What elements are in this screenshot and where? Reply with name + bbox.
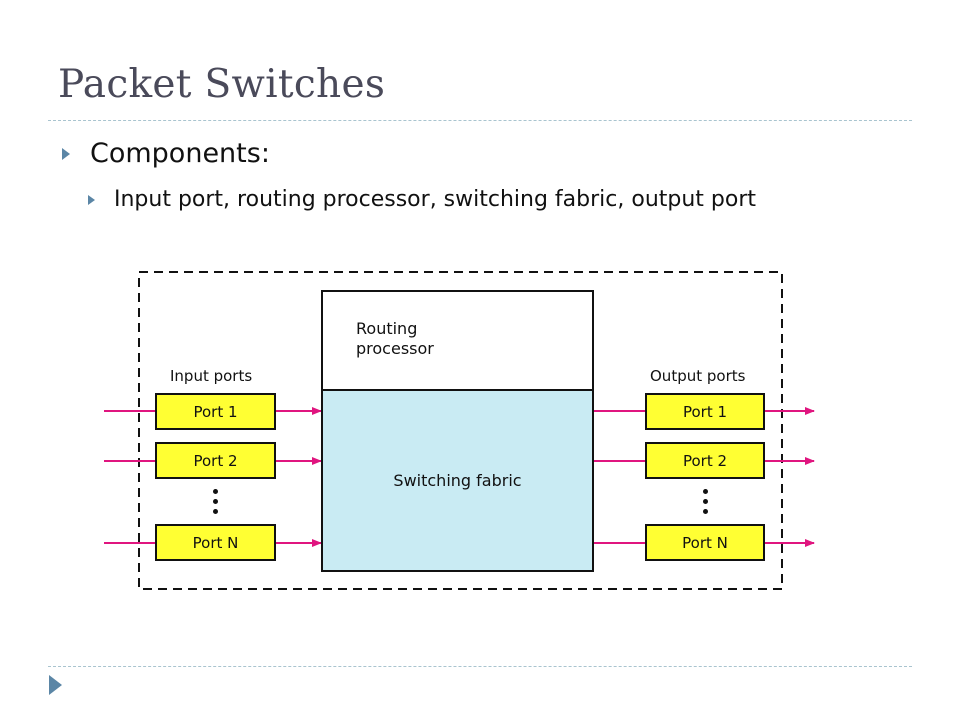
output-port-2: Port 2 <box>645 442 765 479</box>
bullet-level-2: Input port, routing processor, switching… <box>88 187 756 212</box>
bullet-arrow-icon <box>62 147 70 160</box>
title-divider <box>48 120 912 121</box>
footer-divider <box>48 666 912 667</box>
switching-fabric: Switching fabric <box>321 389 594 572</box>
slide-marker-icon <box>49 675 62 695</box>
output-ports-ellipsis <box>703 489 709 519</box>
input-port-1: Port 1 <box>155 393 276 430</box>
switch-boundary <box>138 271 783 590</box>
slide-title: Packet Switches <box>58 62 386 107</box>
input-port-n: Port N <box>155 524 276 561</box>
bullet-level-1: Components: <box>62 138 270 169</box>
output-port-1: Port 1 <box>645 393 765 430</box>
input-ports-label: Input ports <box>170 367 253 385</box>
bullet-text: Input port, routing processor, switching… <box>114 187 757 212</box>
routing-processor-box <box>321 290 594 391</box>
output-ports-label: Output ports <box>650 367 746 385</box>
bullet-arrow-icon <box>88 194 95 205</box>
bullet-text: Components: <box>90 138 270 169</box>
output-port-n: Port N <box>645 524 765 561</box>
input-ports-ellipsis <box>213 489 219 519</box>
routing-processor-label: Routing processor <box>356 319 434 358</box>
input-port-2: Port 2 <box>155 442 276 479</box>
